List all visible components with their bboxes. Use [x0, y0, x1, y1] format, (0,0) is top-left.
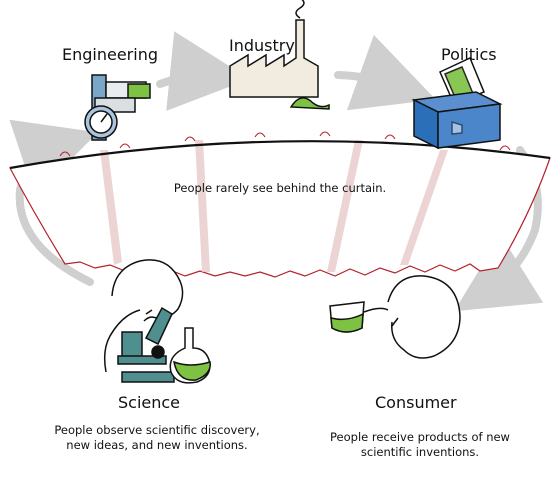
arrow-science-to-engineering	[9, 119, 98, 286]
industry-label: Industry	[229, 36, 295, 55]
caliper-gauge-icon	[84, 74, 151, 141]
curtain-caption: People rarely see behind the curtain.	[173, 181, 387, 195]
consumer-description: People receive products of new scientifi…	[330, 430, 510, 459]
arrow-engineering-to-industry	[156, 31, 250, 111]
engineering-label: Engineering	[62, 45, 158, 64]
curtain-body	[9, 140, 551, 278]
factory-icon	[229, 0, 330, 110]
scientist-microscope-icon	[103, 259, 211, 384]
person-drinking-icon	[329, 275, 461, 359]
arrow-industry-to-politics	[334, 34, 436, 111]
ballot-box-icon	[411, 56, 503, 150]
curtain-folds	[100, 140, 448, 272]
consumer-label: Consumer	[375, 393, 457, 412]
politics-label: Politics	[441, 45, 497, 64]
science-label: Science	[118, 393, 181, 412]
science-description: People observe scientific discovery, new…	[54, 423, 260, 452]
curtain-rod	[9, 140, 551, 170]
curtain	[9, 131, 551, 278]
